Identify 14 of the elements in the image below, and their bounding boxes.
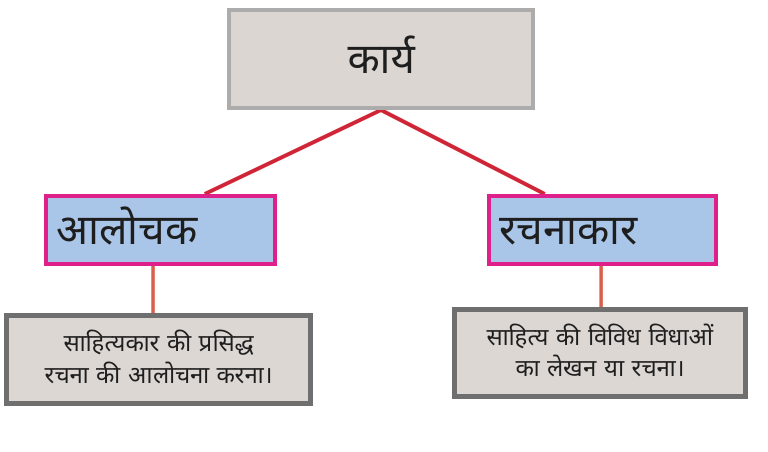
- topic-box: [227, 8, 535, 110]
- box-label: रचनाकार: [499, 204, 637, 256]
- box-label: कार्य: [348, 32, 414, 85]
- connector-line: [151, 266, 155, 313]
- box-label: साहित्यकार की प्रसिद्ध रचना की आलोचना करना।: [44, 328, 274, 390]
- description-box: [452, 307, 748, 399]
- description-box: [4, 313, 313, 406]
- connector-line: [599, 266, 603, 307]
- connector-line: [204, 108, 382, 196]
- box-label: आलोचक: [56, 204, 197, 256]
- category-box: [44, 194, 277, 266]
- box-label: साहित्य की विविध विधाओं का लेखन या रचना।: [486, 322, 714, 384]
- category-box: [487, 194, 718, 266]
- connector-line: [380, 108, 546, 196]
